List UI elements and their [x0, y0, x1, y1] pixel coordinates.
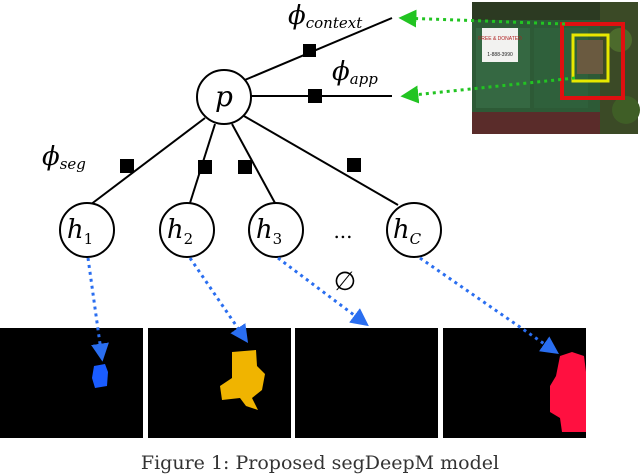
arrow-context — [398, 9, 566, 28]
factor-seg-3 — [238, 160, 252, 174]
arrow-h1 — [86, 257, 109, 362]
ellipsis-label: ... — [333, 219, 352, 243]
edge-p-h1 — [89, 117, 206, 206]
factor-seg-2 — [198, 160, 212, 174]
mask-blob-4 — [550, 352, 586, 432]
mask-panels — [0, 328, 586, 438]
mask-panel-1 — [0, 328, 143, 438]
node-h1 — [59, 202, 115, 258]
arrow-app — [400, 76, 576, 104]
input-photo: FREE & DONATED 1-888-3990 — [472, 2, 640, 134]
phi-app-label: ϕapp — [332, 57, 378, 88]
factor-seg-C — [347, 158, 361, 172]
arrow-h2 — [188, 257, 249, 343]
factor-seg-1 — [120, 159, 134, 173]
factor-nodes — [120, 44, 361, 174]
photo-object — [577, 40, 603, 74]
factor-app — [308, 89, 322, 103]
node-h1-label: h1 — [67, 215, 93, 248]
photo-sign-text: FREE & DONATED — [478, 36, 522, 42]
figure-caption: Figure 1: Proposed segDeepM model — [140, 452, 500, 474]
node-h2-label: h2 — [167, 215, 193, 248]
node-p-label: p — [215, 80, 233, 113]
empty-set-label: ∅ — [334, 267, 357, 297]
photo-phone-text: 1-888-3990 — [487, 52, 513, 58]
photo-inner-box — [571, 33, 610, 83]
edge-p-h3 — [231, 123, 276, 204]
node-hC-label: hC — [393, 215, 422, 248]
graph-edges — [89, 17, 399, 206]
node-hC — [386, 202, 442, 258]
factor-context — [303, 44, 316, 57]
arrow-h3 — [277, 256, 369, 327]
photo-outer-box — [560, 22, 625, 100]
edge-p-hC — [243, 115, 399, 206]
variable-nodes — [59, 69, 442, 258]
mask-blob-1 — [92, 364, 108, 388]
phi-seg-label: ϕseg — [42, 142, 86, 173]
node-p — [196, 69, 252, 125]
mask-panel-3 — [295, 328, 438, 438]
phi-context-label: ϕcontext — [288, 1, 363, 32]
mask-blob-2 — [220, 350, 265, 410]
node-h2 — [159, 202, 215, 258]
photo-sign — [482, 28, 518, 62]
node-h3-label: h3 — [256, 215, 282, 248]
mask-panel-2 — [148, 328, 291, 438]
node-h3 — [248, 202, 304, 258]
